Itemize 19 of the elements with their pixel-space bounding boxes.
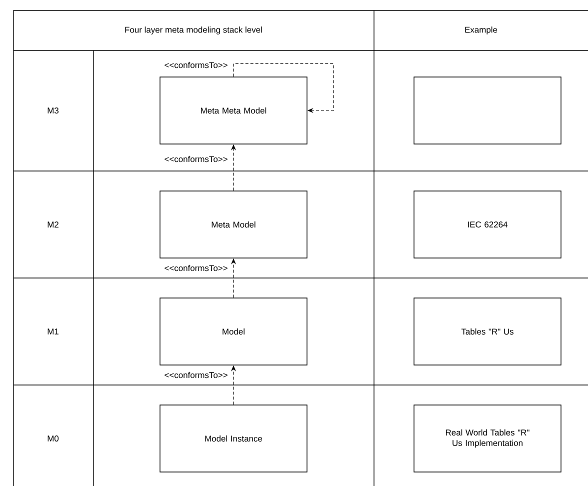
example-box xyxy=(414,76,562,144)
model-box: Meta Meta Model xyxy=(160,76,308,144)
example-box: Tables "R" Us xyxy=(414,298,562,366)
level-label: M0 xyxy=(48,436,59,442)
model-box: Model Instance xyxy=(160,404,308,472)
edge-label: <<conformsTo>> xyxy=(163,60,229,70)
header-cell-text: Four layer meta modeling stack level xyxy=(125,26,262,34)
edge-label: <<conformsTo>> xyxy=(163,154,229,164)
example-box: IEC 62264 xyxy=(414,190,562,258)
model-box: Meta Model xyxy=(160,190,308,258)
arrow xyxy=(233,63,334,114)
example-box: Real World Tables "R" Us Implementation xyxy=(414,404,562,472)
level-label: M2 xyxy=(48,222,58,228)
header-cell-text: Example xyxy=(465,26,498,34)
level-label: M3 xyxy=(48,108,59,114)
edge-label: <<conformsTo>> xyxy=(163,370,229,380)
model-box: Model xyxy=(160,298,308,366)
edge-label: <<conformsTo>> xyxy=(163,264,229,272)
level-label: M1 xyxy=(48,328,58,334)
